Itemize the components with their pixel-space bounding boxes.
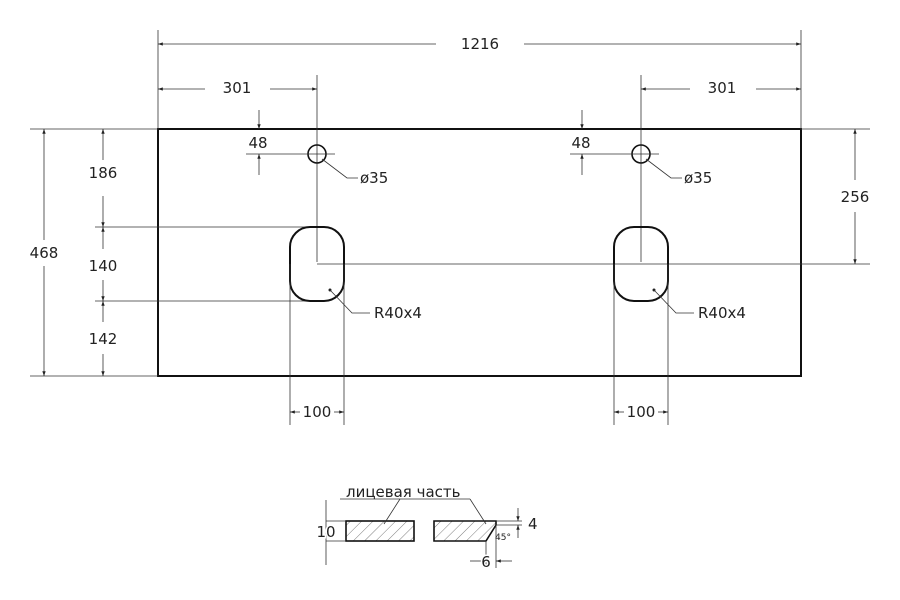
dim-height-bottom: 142 [89, 330, 118, 348]
dim-hole-offset-right: 48 [571, 134, 590, 152]
dim-height-mid: 140 [89, 257, 118, 275]
section-face-label: лицевая часть [346, 483, 460, 501]
leader-hole-right [645, 158, 682, 179]
section-angle: 45° [495, 533, 511, 543]
dim-cutout-width-right: 100 [627, 403, 656, 421]
leader-radius-right [653, 289, 694, 314]
dim-height-top: 186 [89, 164, 118, 182]
leader-hole-left [321, 158, 358, 179]
dim-cutout-width-left: 100 [303, 403, 332, 421]
section-bevel-length: 6 [481, 553, 491, 571]
section-piece-right [433, 520, 497, 542]
dim-height-total: 468 [30, 244, 59, 262]
dim-right-offset: 301 [708, 79, 737, 97]
dim-left-offset: 301 [223, 79, 252, 97]
dim-right-height: 256 [841, 188, 870, 206]
dim-radius-right: R40x4 [698, 304, 746, 322]
section-piece-left [345, 520, 415, 542]
section-thickness: 10 [316, 523, 335, 541]
dim-hole-offset-left: 48 [248, 134, 267, 152]
dim-radius-left: R40x4 [374, 304, 422, 322]
countertop-outline [157, 128, 802, 377]
leader-face [469, 498, 487, 525]
dim-hole-dia-right: ø35 [684, 169, 712, 187]
dim-overall-width: 1216 [461, 35, 499, 53]
edge-section-detail: 10 лицевая часть 4 45° 6 [315, 483, 538, 573]
section-bevel-depth: 4 [528, 515, 538, 533]
dim-hole-dia-left: ø35 [360, 169, 388, 187]
leader-face [383, 498, 401, 525]
leader-radius-left [329, 289, 370, 314]
